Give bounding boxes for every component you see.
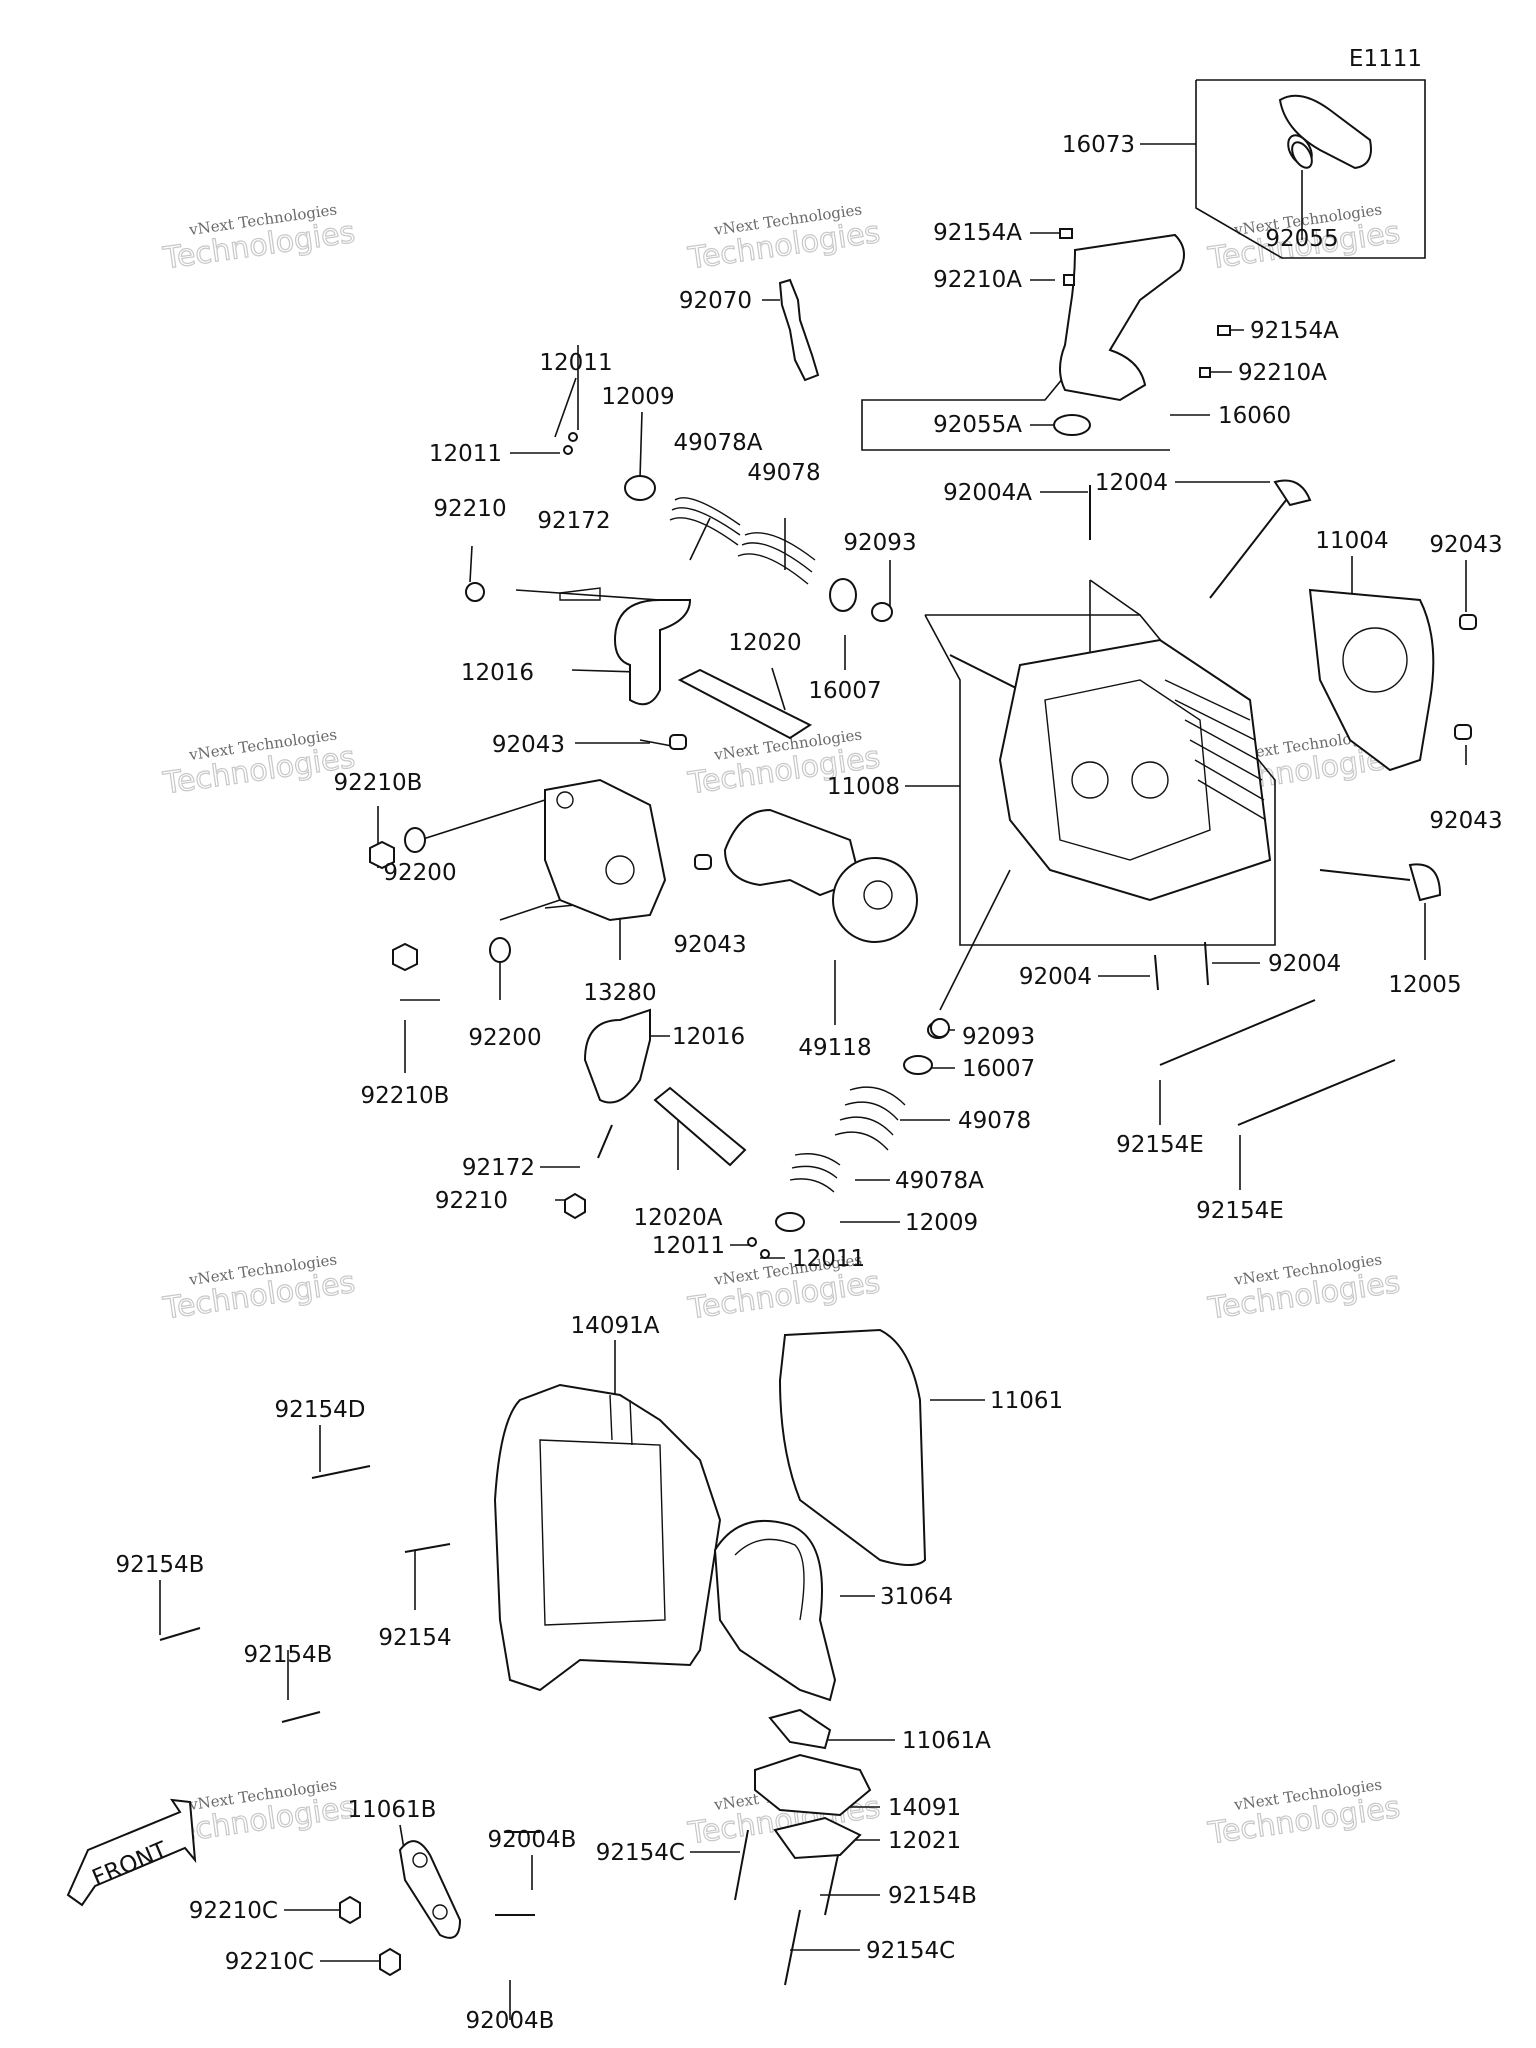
part-number-label: 11061B [348,1797,437,1823]
part-number-label: 92004A [943,480,1032,506]
part-number-label: 14091 [888,1795,961,1821]
part-number-label: 92210C [225,1949,314,1975]
part-number-label: 92004B [488,1827,577,1853]
part-number-label: 92210B [361,1083,450,1109]
part-number-label: 11061A [902,1728,991,1754]
part-number-label: 12011 [539,350,612,376]
part-number-label: 31064 [880,1584,953,1610]
parts [159,94,1477,1986]
part-number-label: 92154C [866,1938,955,1964]
part-number-label: 12020A [634,1205,723,1231]
part-number-label: 14091A [571,1313,660,1339]
part-16073 [1278,94,1372,170]
part-number-label: 92093 [843,530,916,556]
part-number-label: 16007 [962,1056,1035,1082]
part-12020A [653,1086,747,1167]
part-31064 [713,1519,837,1702]
part-labels: 16073 92055 92154A 92210A 92070 92154A 92210A 9… [116,132,1503,2034]
part-14091 [754,1753,872,1817]
part-number-label: 11061 [990,1388,1063,1414]
part-number-label: 12020 [728,630,801,656]
part-49078-2 [834,1086,906,1151]
part-49118 [723,808,862,897]
part-number-label: 92154E [1116,1132,1204,1158]
part-number-label: 92210 [435,1188,508,1214]
part-12016-2 [583,1008,651,1104]
part-49078-1 [737,532,816,585]
part-92070 [778,278,820,382]
part-number-label: 92154A [933,220,1022,246]
part-number-label: 12011 [652,1233,725,1259]
part-12020 [677,668,813,740]
part-number-label: 12004 [1095,470,1168,496]
part-number-label: 92210 [433,496,506,522]
part-number-label: 92004B [466,2008,555,2034]
diagram-code: E1111 [1349,46,1422,72]
part-number-label: 11004 [1315,528,1388,554]
part-number-label: 12016 [461,660,534,686]
part-number-label: 92043 [673,932,746,958]
part-number-label: 92154E [1196,1198,1284,1224]
part-12021 [773,1816,862,1860]
part-number-label: 12011 [792,1246,865,1272]
part-number-label: 49078A [895,1168,984,1194]
part-number-label: 92154B [888,1883,977,1909]
part-number-label: 49118 [798,1035,871,1061]
part-number-label: 49078 [958,1108,1031,1134]
part-number-label: 13280 [583,980,656,1006]
part-number-label: 12011 [429,441,502,467]
part-number-label: 92004 [1268,951,1341,977]
part-number-label: 12016 [672,1024,745,1050]
part-number-label: 12009 [601,384,674,410]
part-13280 [544,778,667,922]
part-number-label: 49078 [747,460,820,486]
part-11004 [1308,588,1435,772]
part-11061B [398,1840,462,1939]
part-number-label: 92210C [189,1898,278,1924]
part-number-label: 92154D [275,1397,366,1423]
part-number-label: 12005 [1388,972,1461,998]
part-number-label: 92210B [334,770,423,796]
part-number-label: 92210A [933,267,1022,293]
part-number-label: 92154 [378,1625,451,1651]
front-arrow: FRONT [66,1798,197,1907]
part-number-label: 92004 [1019,964,1092,990]
part-49078A-2 [789,1153,841,1193]
part-number-label: 12009 [905,1210,978,1236]
part-16060 [1059,233,1185,402]
part-number-label: 49078A [674,430,763,456]
part-number-label: 92093 [962,1024,1035,1050]
part-number-label: 92172 [462,1155,535,1181]
part-number-label: 11008 [827,774,900,800]
part-number-label: 92043 [492,732,565,758]
part-11061A [768,1708,832,1750]
part-number-label: 16073 [1062,132,1135,158]
part-number-label: 92154B [244,1642,333,1668]
part-number-label: 92055A [933,412,1022,438]
part-number-label: 92154B [116,1552,205,1578]
part-49078A-1 [669,497,741,546]
part-number-label: 92154C [596,1840,685,1866]
part-number-label: 92210A [1238,360,1327,386]
part-number-label: 12021 [888,1828,961,1854]
part-14091A [493,1383,722,1692]
part-number-label: 16007 [808,678,881,704]
part-number-label: 92200 [468,1025,541,1051]
part-number-label: 92154A [1250,318,1339,344]
part-11061 [778,1328,927,1566]
part-number-label: 92200 [383,860,456,886]
part-number-label: 92043 [1429,808,1502,834]
part-number-label: 92070 [679,288,752,314]
part-number-label: 92055 [1265,226,1338,252]
part-number-label: 16060 [1218,403,1291,429]
part-number-label: 92172 [537,508,610,534]
part-12016-1 [613,599,692,706]
part-number-label: 92043 [1429,532,1502,558]
